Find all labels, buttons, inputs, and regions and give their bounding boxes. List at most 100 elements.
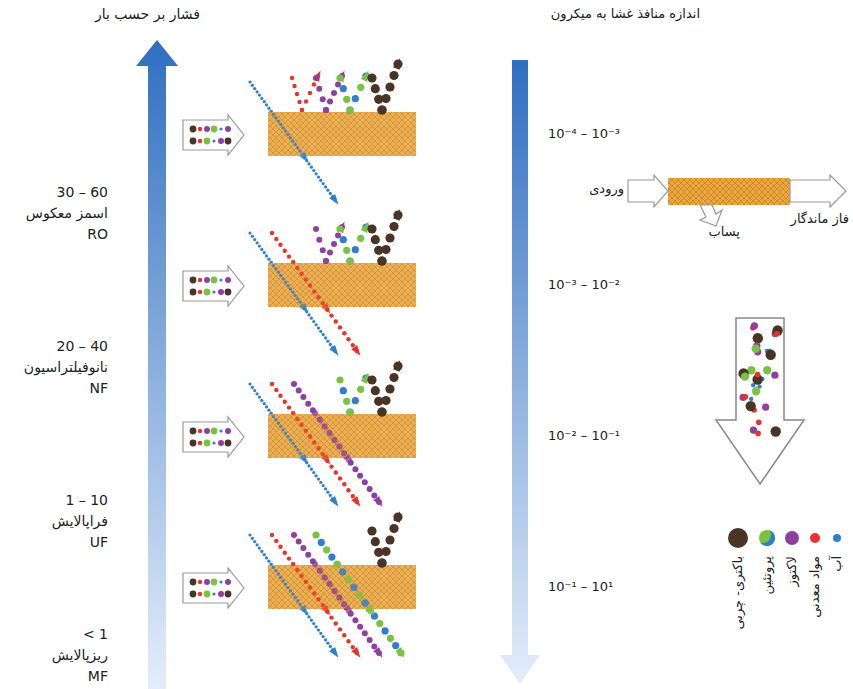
particle-dot [296,297,299,300]
particle-dot [278,243,282,247]
particle-dot [284,432,287,435]
membrane-stage [183,58,416,205]
pore-size: 10⁻⁴ – 10⁻³ [548,126,620,142]
particle-dot [336,74,343,81]
particle-dot [265,405,268,408]
particle-dot [204,277,210,283]
particle-dot [305,401,311,407]
particle-dot [318,539,325,546]
particle-dot [377,558,386,567]
particle-dot [256,392,259,395]
particle-dot [322,635,325,638]
particle-dot [352,617,358,623]
particle-dot [212,441,215,444]
particle-arrowhead [329,496,338,507]
particle-dot [256,543,259,546]
particle-dot [286,133,289,136]
particle-dot [190,579,197,586]
axis-title: ورودی [589,181,624,197]
particle-dot [312,591,316,595]
particle-dot [357,386,364,393]
particle-dot [377,105,386,114]
particle-dot [367,526,376,535]
particle-arrowhead [329,345,338,356]
particle-dot [346,257,353,264]
particle-dot [289,589,292,592]
particle-dot [225,579,231,585]
particle-dot [204,579,210,585]
particle-arrowhead [299,303,308,314]
particle-dot [248,533,251,536]
particle-dot [294,445,297,448]
particle-dot [331,588,337,594]
particle-dot [295,417,299,421]
particle-dot [335,82,341,88]
particle-dot [771,426,781,436]
particle-dot [766,350,776,360]
particle-dot [198,290,202,294]
particle-arrowhead [365,605,374,616]
particle-dot [291,562,295,566]
particle-dot [304,579,308,583]
particle-arrowhead [361,222,369,233]
particle-dot [258,396,261,399]
particle-dot [219,127,222,130]
legend-text: آب [829,556,845,572]
particle-dot [291,532,297,538]
particle-dot [323,258,329,264]
particle-dot [315,172,318,175]
particle-dot [321,301,325,305]
particle-dot [274,116,277,119]
particle-dot [274,388,278,392]
particle-dot [272,566,275,569]
particle-dot [212,139,215,142]
particle-dot [260,399,263,402]
particle-dot [283,551,287,555]
particle-dot [279,274,282,277]
feed-arrow [183,568,244,608]
particle-dot [312,440,316,444]
particle-dot [307,615,310,618]
particle-dot [190,440,197,447]
pressure-range: 1 – 10 [65,492,108,509]
particle-dot [317,568,323,574]
particle-dot [312,531,319,538]
particle-dot [296,388,302,394]
particle-dot [367,637,373,643]
particle-dot [771,372,778,379]
particle-dot [326,189,329,192]
particle-dot [351,645,355,649]
particle-dot [291,291,294,294]
particle-dot [219,278,222,281]
particle-dot [389,373,398,382]
particle-dot [190,126,197,133]
particle-dot [362,630,368,636]
particle-dot [317,327,320,330]
particle-arrowhead [343,605,352,616]
particle-dot [190,591,197,598]
particle-stream [312,561,353,616]
particle-dot [743,394,749,400]
particle-dot [381,94,390,103]
particle-dot [307,313,310,316]
process-name: نانوفیلتراسیون [24,359,108,376]
particle-dot [253,540,256,543]
particle-dot [269,260,272,263]
particle-dot [265,103,268,106]
particle-dot [334,621,338,625]
particle-dot [212,290,215,293]
particle-dot [323,107,329,113]
particle-arrowhead [329,194,338,205]
particle-stream [333,560,374,615]
particle-dot [291,260,295,264]
particle-dot [272,113,275,116]
particle-dot [263,251,266,254]
particle-dot [260,248,263,251]
particle-dot [304,99,308,103]
axis-title: فشار بر حسب بار [95,6,200,23]
particle-dot [377,256,386,265]
particle-dot [381,547,390,556]
particle-dot [323,107,329,113]
particle-dot [300,394,306,400]
particle-dot [343,398,350,405]
